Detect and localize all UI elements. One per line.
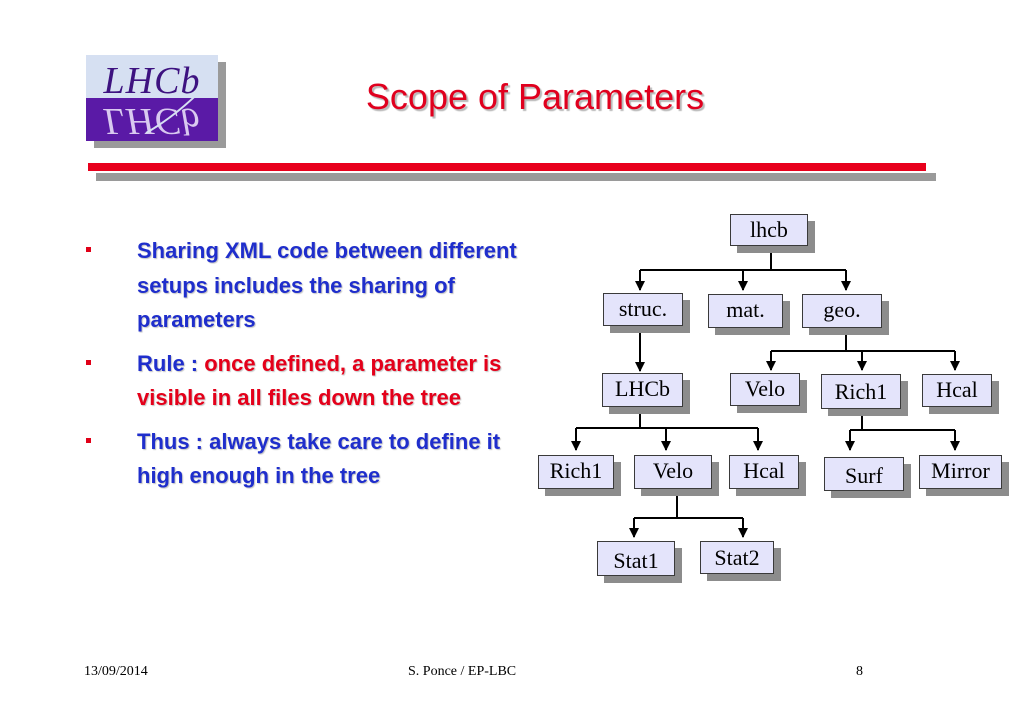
tree-node-mat: mat. <box>708 294 783 328</box>
title-rule-shadow <box>96 173 936 181</box>
bullet-text: Thus : always take care to define it hig… <box>137 425 532 494</box>
tree-node-mirror: Mirror <box>919 455 1002 489</box>
tree-node-geo: geo. <box>802 294 882 328</box>
tree-node-surf: Surf <box>824 457 904 491</box>
bullet-item: Thus : always take care to define it hig… <box>82 425 532 494</box>
lhcb-logo: LHCb LHCb <box>86 55 218 141</box>
bullet-text: Rule : once defined, a parameter is visi… <box>137 347 532 416</box>
logo-swoosh-icon <box>145 76 215 134</box>
tree-node-hcal-struc: Hcal <box>729 455 799 489</box>
bullet-marker-icon <box>86 247 91 252</box>
logo-text: LHCb <box>103 60 201 102</box>
tree-node-lhcb-detector: LHCb <box>602 373 683 407</box>
tree-node-struc: struc. <box>603 293 683 326</box>
slide-title: Scope of Parameters <box>365 76 705 117</box>
footer-author: S. Ponce / EP-LBC <box>408 664 517 679</box>
bullet-highlight: once defined, a parameter is visible in … <box>137 350 502 411</box>
tree-node-hcal-geo: Hcal <box>922 374 992 407</box>
bullet-marker-icon <box>86 437 91 443</box>
tree-node-velo-struc: Velo <box>634 455 712 489</box>
bullet-text: Sharing XML code between different setup… <box>137 234 532 338</box>
tree-node-lhcb: lhcb <box>730 214 808 246</box>
bullet-list: Sharing XML code between different setup… <box>82 234 532 503</box>
bullet-item: Rule : once defined, a parameter is visi… <box>82 347 532 416</box>
title-rule <box>88 163 926 171</box>
tree-node-rich1-struc: Rich1 <box>538 455 614 489</box>
footer-date: 13/09/2014 <box>84 664 148 679</box>
bullet-text-part: Thus : always take care to define it hig… <box>137 428 501 489</box>
bullet-text-part: Sharing XML code between different setup… <box>137 238 517 332</box>
tree-node-velo-geo: Velo <box>730 373 800 406</box>
tree-node-rich1-geo: Rich1 <box>821 374 901 409</box>
bullet-text-part: Rule : <box>137 350 205 376</box>
bullet-marker-icon <box>86 359 91 365</box>
tree-node-stat1: Stat1 <box>597 541 675 576</box>
bullet-item: Sharing XML code between different setup… <box>82 234 532 338</box>
page-number: 8 <box>856 664 863 679</box>
tree-node-stat2: Stat2 <box>700 541 774 574</box>
